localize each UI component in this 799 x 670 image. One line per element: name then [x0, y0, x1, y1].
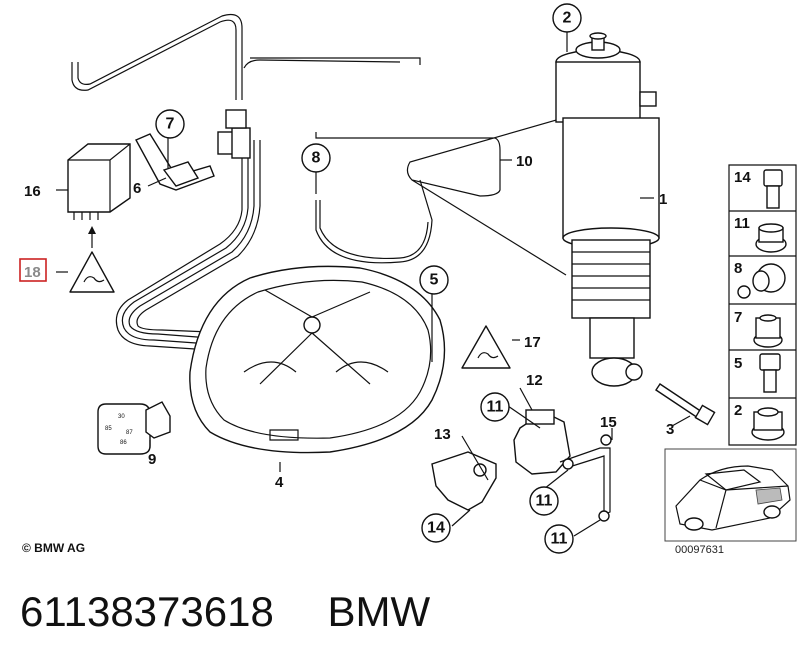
leader-lines [56, 32, 691, 537]
svg-text:87: 87 [126, 430, 133, 436]
label-11c: 11 [551, 531, 568, 548]
height-sensor [431, 409, 612, 522]
label-13: 13 [434, 426, 451, 443]
callouts: 16 18 6 7 8 10 2 1 5 4 9 17 12 11 13 15 … [19, 3, 674, 554]
brand-name: BMW [327, 588, 431, 635]
circle-11b [529, 486, 559, 516]
part-number: 61138373618 [20, 588, 274, 635]
label-8: 8 [312, 150, 321, 167]
copyright-text: © BMW AG [22, 541, 86, 555]
label-6: 6 [133, 180, 141, 197]
label-12: 12 [526, 372, 543, 389]
sidebar-label-11: 11 [734, 215, 750, 232]
diagram-reference: 00097631 [675, 544, 724, 556]
label-7: 7 [166, 116, 175, 133]
circle-2 [552, 3, 582, 33]
car-inset [664, 448, 797, 542]
bracket [135, 133, 215, 191]
label-18: 18 [24, 264, 41, 281]
label-15: 15 [600, 414, 617, 431]
sidebar-label-14: 14 [734, 169, 751, 186]
footer: 61138373618 BMW [20, 588, 430, 636]
label-1: 1 [659, 191, 667, 208]
svg-text:30: 30 [118, 414, 125, 420]
sidebar-label-8: 8 [734, 260, 742, 277]
sidebar-label-5: 5 [734, 355, 742, 372]
control-unit [67, 143, 131, 220]
bolt [655, 383, 716, 426]
circle-14 [421, 513, 451, 543]
circle-8 [301, 143, 331, 173]
air-lines [71, 13, 641, 351]
label-17: 17 [524, 334, 541, 351]
air-strut [555, 32, 660, 387]
label-11a: 11 [487, 399, 504, 416]
label-14: 14 [427, 520, 445, 537]
parts-diagram: 30 85 87 86 [19, 3, 797, 554]
parts-sidebar: 14 11 8 7 5 2 [728, 164, 797, 446]
label-18-highlight [19, 258, 47, 282]
wheel-well-cover [189, 265, 446, 454]
relay: 30 85 87 86 [97, 401, 171, 455]
label-5: 5 [430, 272, 439, 289]
label-10: 10 [516, 153, 533, 170]
label-16: 16 [24, 183, 41, 200]
label-11b: 11 [536, 493, 553, 510]
sidebar-label-2: 2 [734, 402, 742, 419]
circle-7 [155, 109, 185, 139]
label-3: 3 [666, 421, 674, 438]
label-2: 2 [563, 10, 572, 27]
circle-5 [419, 265, 449, 295]
svg-text:85: 85 [105, 426, 112, 432]
svg-text:86: 86 [120, 440, 127, 446]
valve-block [217, 109, 251, 159]
label-4: 4 [275, 474, 284, 491]
label-9: 9 [148, 451, 156, 468]
circle-11a [480, 392, 510, 422]
sidebar-label-7: 7 [734, 309, 742, 326]
warning-triangles [69, 251, 511, 369]
circle-11c [544, 524, 574, 554]
